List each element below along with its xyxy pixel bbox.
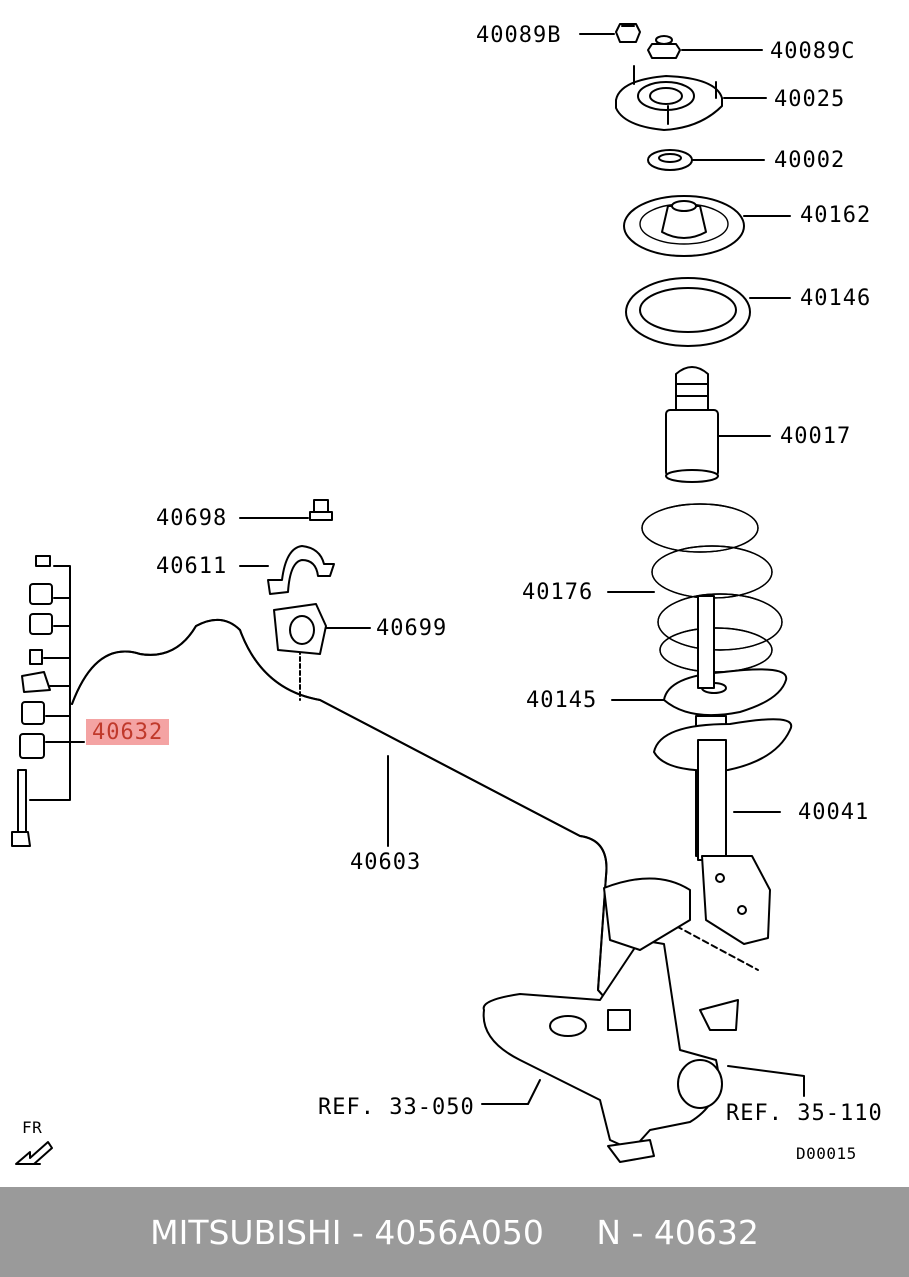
fr-label: FR [22, 1118, 43, 1137]
nut-40089c [647, 35, 763, 59]
label-40632-highlighted: 40632 [86, 719, 170, 745]
label-40699: 40699 [376, 616, 448, 641]
label-40176: 40176 [522, 580, 594, 605]
label-40146: 40146 [800, 286, 872, 311]
knuckle-assembly [481, 877, 805, 1163]
label-40017: 40017 [780, 424, 852, 449]
bearing-40002 [647, 149, 765, 171]
label-40041: 40041 [798, 800, 870, 825]
label-40002: 40002 [774, 148, 846, 173]
strut-mount-40025 [615, 65, 767, 131]
dust-boot-40017 [665, 366, 771, 483]
footer-bar: MITSUBISHI - 4056A050 N - 40632 [0, 1187, 909, 1277]
footer-text: MITSUBISHI - 4056A050 N - 40632 [150, 1212, 759, 1252]
nut-40089b [579, 23, 641, 43]
bracket-40611 [239, 545, 335, 595]
suspension-exploded-diagram [11, 23, 805, 1165]
stabilizer-bar-40603 [71, 619, 613, 1007]
coil-spring-40176 [607, 503, 783, 673]
ref-35-110: REF. 35-110 [726, 1101, 883, 1126]
bushing-40699 [273, 603, 371, 655]
label-40025: 40025 [774, 87, 846, 112]
ref-33-050: REF. 33-050 [318, 1095, 475, 1120]
front-direction-arrow [15, 1141, 53, 1165]
strut-40041 [649, 595, 793, 971]
bolt-40698 [239, 499, 333, 521]
label-40089b: 40089B [476, 23, 562, 48]
spring-seat-40162 [623, 195, 791, 257]
label-40603: 40603 [350, 850, 422, 875]
diagram-code: D00015 [796, 1144, 857, 1163]
label-40611: 40611 [156, 554, 228, 579]
spring-pad-40146 [625, 277, 791, 347]
label-40089c: 40089C [770, 39, 856, 64]
label-40162: 40162 [800, 203, 872, 228]
label-40698: 40698 [156, 506, 228, 531]
label-40145: 40145 [526, 688, 598, 713]
stabilizer-link-kit-40632 [11, 555, 85, 847]
